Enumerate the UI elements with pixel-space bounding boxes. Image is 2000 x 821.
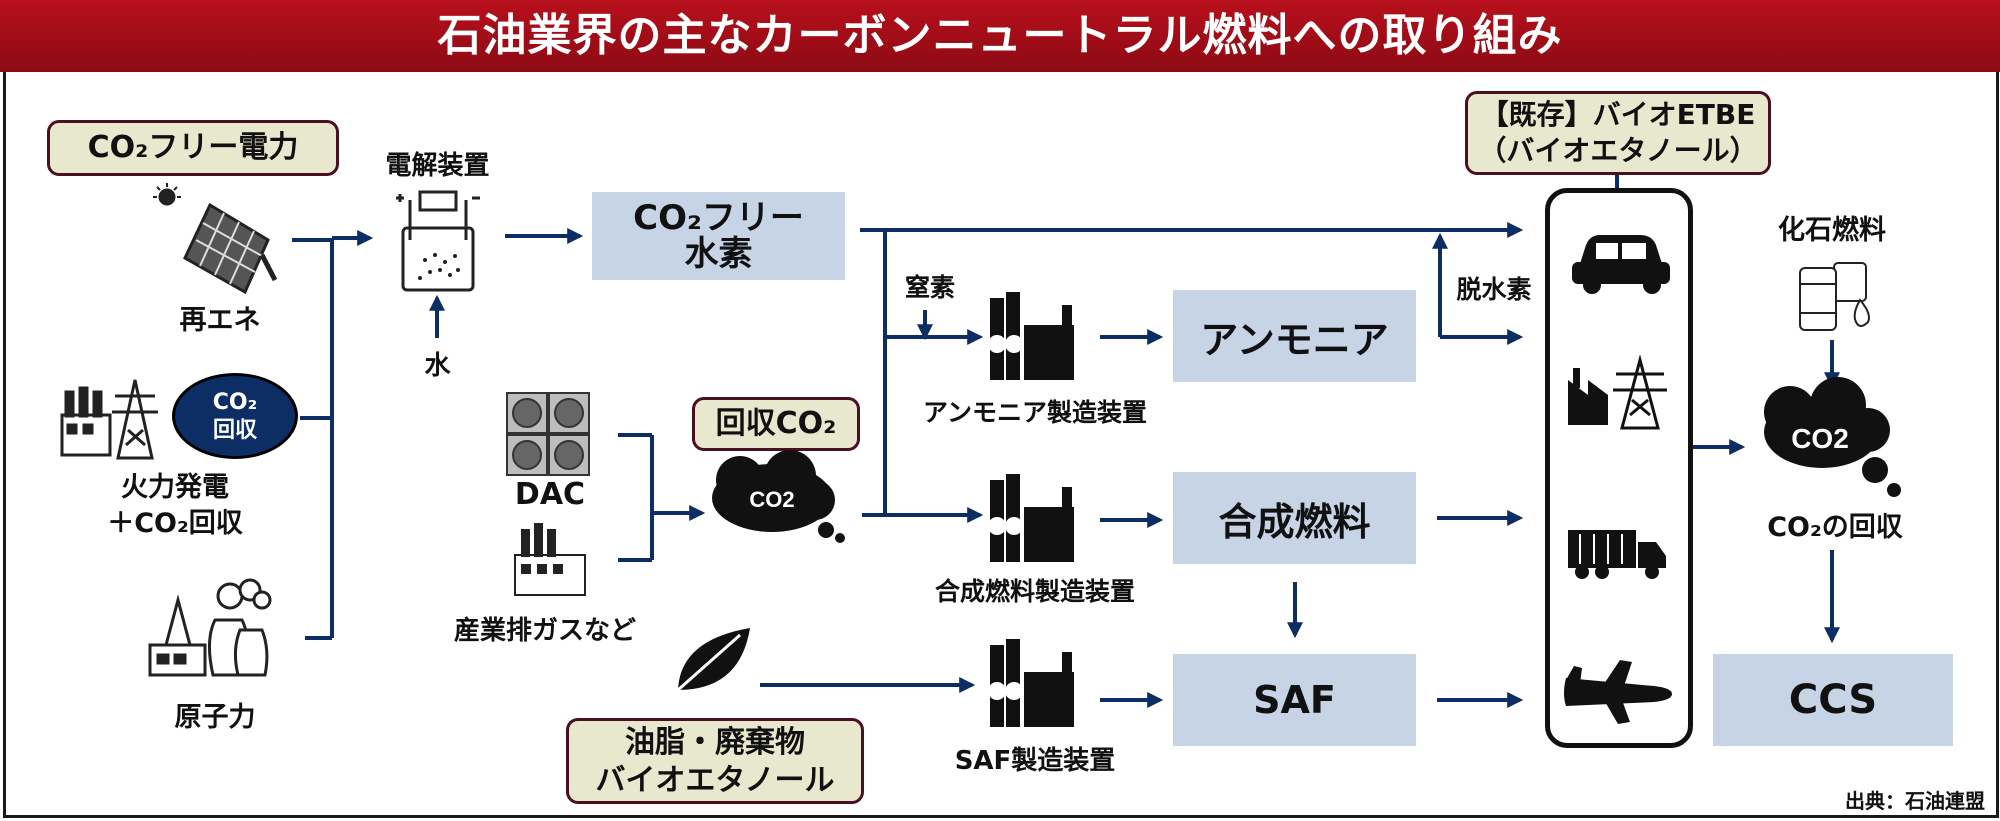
tag-oil-waste-bioethanol: 油脂・廃棄物 バイオエタノール [566,718,864,804]
car-icon [1572,235,1670,294]
svg-text:CO2: CO2 [749,487,794,512]
label-ammonia-plant: アンモニア製造装置 [922,398,1147,427]
page-title: 石油業界の主なカーボンニュートラル燃料への取り組み [437,10,1563,61]
power-pylon-icon [112,379,158,460]
power-pylon-icon-enduse [1613,354,1667,430]
label-thermal: 火力発電 ＋CO₂回収 [107,472,243,539]
label-dac: DAC [514,477,586,512]
truck-icon [1568,530,1666,579]
box-ammonia: アンモニア [1173,290,1416,382]
box-saf: SAF [1173,654,1416,746]
factory-icon-enduse [1568,368,1608,425]
chemical-plant-icon-ammonia [988,292,1074,380]
nuclear-plant-icon [148,578,272,677]
electrolyzer-icon [396,190,480,292]
label-co2-recovery: CO₂の回収 [1767,512,1903,543]
label-nitrogen: 窒素 [904,273,955,302]
tag-co2-free-power: CO₂フリー電力 [47,120,339,176]
box-synthetic-fuel: 合成燃料 [1173,472,1416,564]
co2-cloud-icon-right: CO2 [1764,377,1901,497]
source-credit: 出典：石油連盟 [1845,789,1985,813]
chemical-plant-icon-synthetic [988,474,1074,562]
box-co2-free-hydrogen: CO₂フリー 水素 [592,192,845,280]
leaf-icon [677,628,750,692]
label-saf-plant: SAF製造装置 [954,746,1116,776]
label-water: 水 [424,351,451,381]
label-renewable: 再エネ [179,305,261,336]
factory-icon-industrial [514,523,586,596]
solar-panel-icon [153,183,278,295]
label-synthetic-plant: 合成燃料製造装置 [934,577,1135,606]
label-fossil-fuel: 化石燃料 [1778,215,1886,246]
tag-bio-etbe: 【既存】バイオETBE （バイオエタノール） [1465,91,1771,175]
co2-cloud-icon: CO2 [712,450,845,543]
airplane-icon [1564,660,1672,724]
factory-icon [60,386,112,457]
diagram-frame [3,72,1999,818]
oil-barrel-icon [1799,262,1870,331]
co2-recovery-badge: CO₂ 回収 [172,373,298,459]
label-industrial-gas: 産業排ガスなど [453,616,636,646]
tag-recovered-co2: 回収CO₂ [692,397,860,451]
label-electrolyzer: 電解装置 [385,151,490,181]
label-nuclear: 原子力 [174,702,256,733]
title-bar [0,0,2000,72]
box-ccs: CCS [1713,654,1953,746]
label-dehydrogenation: 脱水素 [1456,275,1532,304]
dac-fan-icon [506,392,590,476]
chemical-plant-icon-saf [988,639,1074,727]
svg-text:CO2: CO2 [1791,423,1849,454]
